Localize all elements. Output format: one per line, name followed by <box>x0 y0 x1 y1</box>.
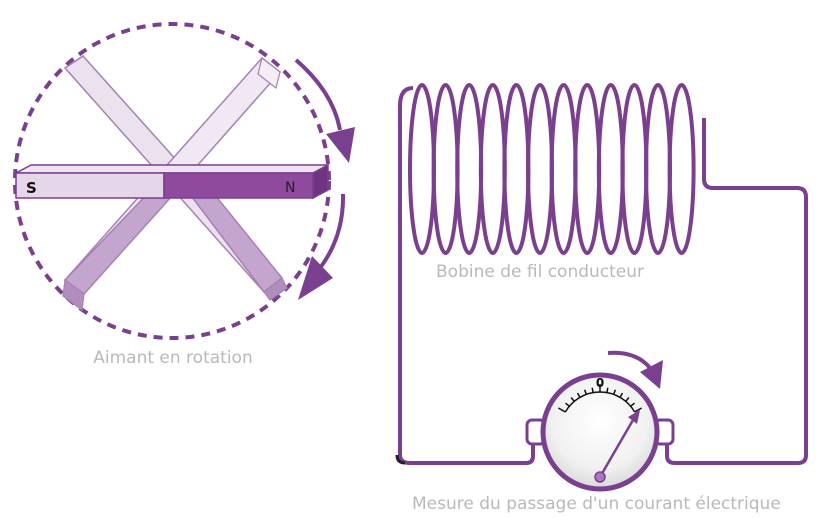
south-pole-label: S <box>26 179 37 197</box>
coil-turn <box>549 83 578 255</box>
coil-turn <box>573 83 602 255</box>
curved-arrow-icon <box>607 350 663 389</box>
galvanometer: 0 <box>525 350 675 492</box>
coil-turn <box>596 83 625 255</box>
meter-scale-tick <box>612 389 617 395</box>
curved-arrow-icon <box>294 58 355 163</box>
meter-scale-tick <box>558 407 566 413</box>
magnet-caption: Aimant en rotation <box>93 348 253 368</box>
meter-scale-tick <box>625 397 630 402</box>
meter-scale-tick <box>570 397 575 402</box>
coil-turn <box>478 83 507 255</box>
meter-scale <box>558 384 642 413</box>
coil-turn <box>455 83 484 255</box>
coil-turn <box>431 83 460 255</box>
meter-scale-tick <box>606 387 609 393</box>
rotating-magnet: S N <box>13 22 355 340</box>
coil-turn <box>644 83 672 255</box>
coil-turn <box>526 83 554 255</box>
coil-turn <box>502 83 531 255</box>
bar-magnet: S N <box>15 163 329 200</box>
needle-pivot <box>594 471 606 483</box>
meter-scale-tick <box>591 387 594 393</box>
meter-scale-tick <box>634 407 642 413</box>
meter-scale-tick <box>619 392 624 398</box>
meter-scale-arc <box>564 391 636 413</box>
coil-turn <box>667 83 696 255</box>
meter-scale-tick <box>565 402 570 407</box>
coil-turn <box>408 83 436 255</box>
meter-scale-tick <box>583 389 588 395</box>
meter-needle <box>598 419 635 478</box>
meter-scale-tick <box>576 392 581 398</box>
wire-coil <box>408 83 696 255</box>
north-pole-half <box>163 172 314 199</box>
circuit-wire <box>395 86 808 465</box>
curved-arrow-icon <box>298 193 346 300</box>
coil-turn <box>620 83 649 255</box>
meter-zero-label: 0 <box>596 376 604 390</box>
coil-caption: Bobine de fil conducteur <box>436 262 645 282</box>
south-pole-half <box>15 172 165 199</box>
north-pole-label: N <box>285 180 295 196</box>
meter-caption: Mesure du passage d'un courant électriqu… <box>412 494 781 514</box>
meter-scale-tick <box>630 402 635 407</box>
rotation-path-circle <box>13 22 331 340</box>
